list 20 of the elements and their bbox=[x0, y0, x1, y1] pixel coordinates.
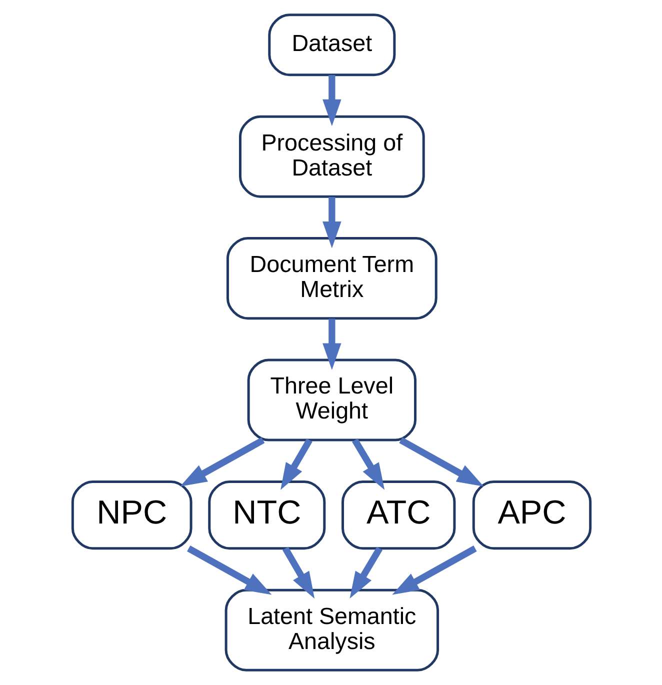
node-box: NPC bbox=[70, 480, 192, 550]
arrow bbox=[280, 438, 312, 490]
arrow bbox=[322, 318, 341, 370]
arrow bbox=[392, 546, 476, 595]
arrow bbox=[352, 438, 384, 490]
node-box: NTC bbox=[208, 480, 326, 550]
arrow bbox=[180, 437, 264, 486]
node-box: ATC bbox=[341, 480, 456, 550]
node-box: Three Level Weight bbox=[246, 358, 416, 442]
arrow bbox=[398, 437, 484, 486]
node-box: APC bbox=[472, 480, 592, 550]
arrow bbox=[349, 546, 382, 599]
arrow bbox=[322, 197, 341, 248]
node-box: Dataset bbox=[268, 14, 396, 76]
node-box: Latent Semantic Analysis bbox=[224, 588, 439, 672]
arrow bbox=[322, 75, 341, 126]
node-box: Processing of Dataset bbox=[238, 115, 424, 198]
arrow bbox=[282, 546, 314, 599]
arrow bbox=[186, 546, 272, 595]
node-box: Document Term Metrix bbox=[226, 237, 437, 320]
